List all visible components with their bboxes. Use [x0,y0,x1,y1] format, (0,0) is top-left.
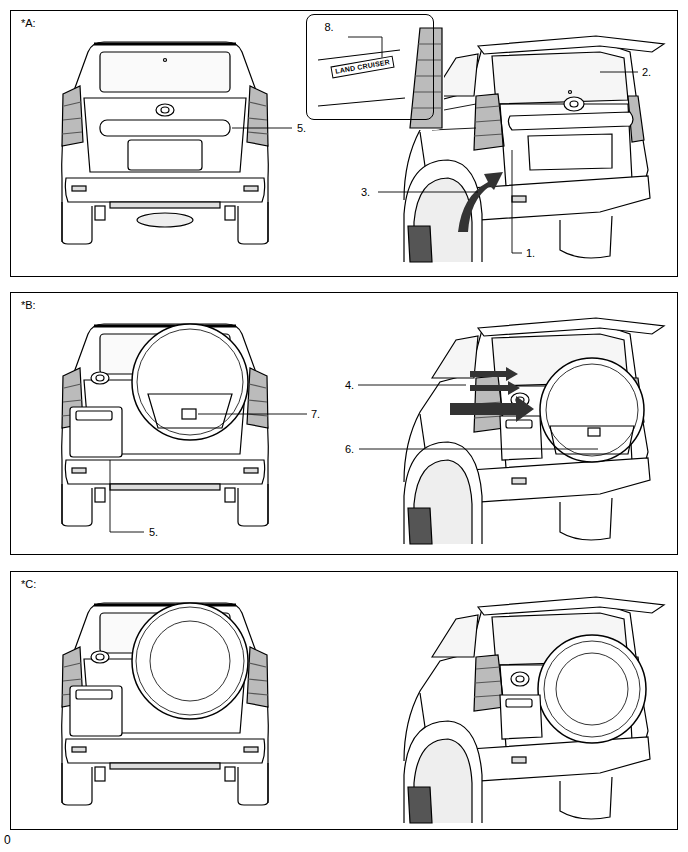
callout-number: 2. [642,66,651,78]
panel-b-art-part [132,324,248,440]
panel-a-art [62,24,664,262]
panel-a-art-part [318,50,405,106]
panel-c-art-part [96,654,104,660]
panel-letter: *B: [21,299,36,311]
panel-b-art-part [550,426,634,454]
panel-a-art-part [564,97,584,111]
callout-number: 6. [345,443,354,455]
panel-letter: *C: [21,578,36,590]
panel-c-art-part [70,686,122,736]
callout-number: 5. [297,122,306,134]
panel-a-art-part [412,44,442,108]
panel-a-art-part [569,91,572,94]
panel-c-art-part [136,607,244,715]
panel-b-art-part [110,385,598,532]
panel-c-art-part [511,672,529,686]
panel-c-art [62,597,664,823]
callout-number: 7. [311,408,320,420]
panel-a-art-part [137,213,193,227]
panel-b-art-part [148,394,232,428]
panel-a-art-part [100,120,230,136]
panel-b-art-part [500,416,542,460]
panel-b-art-part [91,372,109,384]
panel-letter: *A: [21,17,36,29]
detail-inset: 8. LAND CRUISER [306,14,434,120]
panel-b-art-part [70,407,122,457]
badge-text: LAND CRUISER [330,55,394,78]
panel-a-art-part [570,101,578,107]
panel-c-art-part [500,695,542,739]
panel-b-art-part [546,364,638,456]
panel-c-art-part [132,603,248,719]
panel-b-art-part [540,358,644,462]
panel-b-art-part [182,409,196,419]
panel-c-art-part [516,676,524,682]
panel-c-art-part [538,635,646,743]
panel-a-art-part [348,37,382,60]
panel-a-art-part [161,107,169,113]
panel-b-art-part [137,329,243,435]
panel-frame: *A: 8. LAND CRUISER [10,10,678,277]
callout-number: 4. [345,379,354,391]
panel-b-art-part [470,367,518,381]
panel-c-art-part [62,603,269,805]
panel-b-art-part [62,324,269,526]
panel-a-art-part [528,134,612,170]
panel-b-art-part [404,318,664,544]
panel-b-art-part [96,375,104,381]
panel-c-art-part [544,641,640,737]
panel-a-art-part [508,112,633,130]
panel-a-art-part [458,172,503,232]
panel-frame: *B: [10,292,678,555]
panel-a-art-part [128,140,202,170]
panel-b-art-part [506,420,532,428]
panel-c-art-part [506,699,532,707]
callout-number: 8. [325,21,334,33]
panel-b-art-part [588,428,600,436]
panel-c-art-part [150,621,230,701]
panel-a-art-part [156,104,174,116]
panel-b-art [62,318,664,544]
panel-a-art-part [410,28,442,128]
panel-frame: *C: [10,571,678,830]
panel-c-art-part [404,597,664,823]
panel-b-art-part [76,411,112,420]
panel-a-art-part [62,42,269,244]
callout-number: 5. [149,526,158,538]
callout-number: 3. [361,186,370,198]
panel-c-art-part [556,653,628,725]
panel-b-art-part [470,381,520,395]
panel-c-art-part [91,651,109,663]
panel-a-art-part [316,24,444,130]
panel-b-art-part [450,396,534,422]
callout-number: 1. [526,247,535,259]
figure-code: 0 [4,834,11,846]
panel-c-art-part [76,690,112,699]
